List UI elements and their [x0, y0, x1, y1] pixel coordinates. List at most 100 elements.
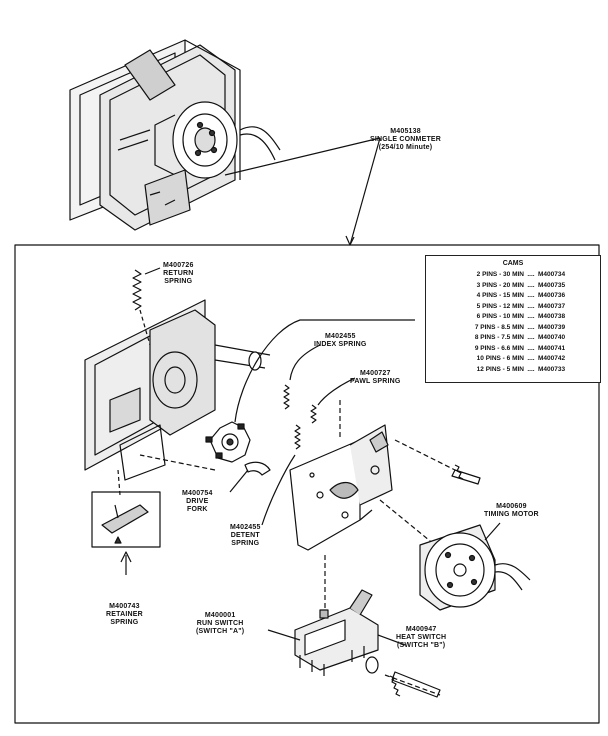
cams-pins: 7 PINS - 8.5 MIN — [474, 323, 524, 331]
cams-pins: 2 PINS - 30 MIN — [476, 271, 524, 278]
cams-pins: 5 PINS - 12 MIN — [476, 302, 524, 310]
cams-row: 7 PINS - 8.5 MIN....M400739 — [434, 324, 594, 332]
cams-part-number: M400738 — [538, 313, 566, 320]
heat-switch-name-2: (SWITCH "B") — [396, 642, 446, 649]
index-spring-label: M402455 INDEX SPRING — [314, 333, 367, 349]
cams-part-number: M400733 — [538, 365, 566, 373]
top-assembly-label: M405138 SINGLE CONMETER (254/10 Minute) — [370, 128, 441, 152]
cams-dots: .... — [527, 355, 535, 362]
screw-drawing — [451, 464, 481, 485]
top-assembly-name: SINGLE CONMETER — [370, 136, 442, 143]
timing-motor-name: TIMING MOTOR — [484, 511, 539, 518]
detent-spring-drawing — [294, 424, 301, 450]
cams-pins: 8 PINS - 7.5 MIN — [474, 334, 524, 341]
cams-callout-line — [234, 319, 415, 423]
cams-row: 2 PINS - 30 MIN....M400734 — [434, 271, 594, 279]
retainer-arrow — [120, 551, 132, 575]
switches-drawing — [294, 589, 379, 676]
cams-pins: 9 PINS - 6.6 MIN — [474, 344, 524, 352]
top-assembly-part: M405138 — [390, 128, 421, 135]
cams-pins: 12 PINS - 5 MIN — [476, 365, 524, 373]
chassis-plate-drawing — [84, 299, 271, 481]
cams-row: 3 PINS - 20 MIN....M400735 — [434, 282, 594, 290]
pawl-spring-part: M400727 — [359, 370, 391, 377]
leader-line-to-frame — [349, 137, 381, 246]
pawl-plate-drawing — [289, 424, 393, 551]
cams-row: 6 PINS - 10 MIN....M400738 — [434, 313, 594, 321]
heat-switch-label: M400947 HEAT SWITCH (SWITCH "B") — [396, 626, 446, 650]
cams-pins: 6 PINS - 10 MIN — [476, 313, 524, 320]
retainer-spring-name-2: SPRING — [110, 619, 139, 626]
pawl-spring-drawing — [310, 404, 317, 424]
retainer-spring-drawing — [91, 469, 161, 548]
cams-part-number: M400740 — [538, 334, 566, 341]
cams-pins: 4 PINS - 15 MIN — [476, 292, 524, 299]
cams-part-number: M400736 — [538, 292, 566, 299]
cams-dots: .... — [527, 302, 535, 310]
cams-row: 5 PINS - 12 MIN....M400737 — [434, 303, 594, 311]
cams-row: 10 PINS - 6 MIN....M400742 — [434, 355, 594, 363]
index-spring-drawing — [283, 384, 290, 410]
cams-dots: .... — [527, 323, 535, 331]
return-spring-name-2: SPRING — [164, 278, 193, 285]
cams-dots: .... — [527, 292, 535, 299]
timing-motor-drawing — [419, 524, 531, 611]
retainer-spring-name: RETAINER — [106, 611, 143, 618]
drive-fork-label: M400754 DRIVE FORK — [182, 490, 213, 514]
cams-dots: .... — [527, 344, 535, 352]
cams-row: 8 PINS - 7.5 MIN....M400740 — [434, 334, 594, 342]
cams-title: CAMS — [502, 260, 524, 267]
return-spring-label: M400726 RETURN SPRING — [163, 262, 194, 286]
washer-drawing — [365, 656, 379, 674]
cams-part-number: M400739 — [538, 323, 566, 331]
timing-motor-label: M400609 TIMING MOTOR — [484, 503, 539, 519]
cams-pins: 10 PINS - 6 MIN — [476, 355, 524, 362]
detent-spring-name: DETENT — [230, 532, 260, 539]
index-spring-part: M402455 — [324, 333, 356, 340]
cams-dots: .... — [527, 334, 535, 341]
drive-fork-part: M400754 — [182, 490, 213, 497]
bottom-screw-drawing — [389, 671, 441, 698]
retainer-spring-label: M400743 RETAINER SPRING — [106, 603, 143, 627]
cams-row: 12 PINS - 5 MIN....M400733 — [434, 366, 594, 374]
cams-row: 9 PINS - 6.6 MIN....M400741 — [434, 345, 594, 353]
cams-part-number: M400737 — [538, 302, 566, 310]
cams-part-number: M400734 — [538, 271, 566, 278]
detent-spring-label: M402455 DETENT SPRING — [230, 524, 261, 548]
return-spring-drawing — [132, 269, 142, 311]
cams-dots: .... — [527, 281, 535, 289]
drive-fork-drawing — [244, 461, 271, 476]
index-spring-name: INDEX SPRING — [314, 341, 367, 348]
detent-spring-name-2: SPRING — [231, 540, 260, 547]
cam-gear-drawing — [205, 421, 251, 463]
run-switch-name: RUN SWITCH — [196, 620, 244, 627]
heat-switch-part: M400947 — [405, 626, 437, 633]
retainer-spring-part: M400743 — [109, 603, 140, 610]
detent-spring-part: M402455 — [230, 524, 261, 531]
exploded-view-frame — [14, 244, 600, 724]
top-assembly-note: (254/10 Minute) — [378, 144, 433, 151]
cams-pins: 3 PINS - 20 MIN — [476, 281, 524, 289]
assembled-timer-drawing — [69, 39, 281, 231]
cams-part-number: M400741 — [538, 344, 566, 352]
run-switch-part: M400001 — [204, 612, 236, 619]
pawl-spring-name: PAWL SPRING — [350, 378, 401, 385]
drive-fork-name: DRIVE — [186, 498, 209, 505]
pawl-spring-label: M400727 PAWL SPRING — [350, 370, 401, 386]
run-switch-label: M400001 RUN SWITCH (SWITCH "A") — [196, 612, 244, 636]
heat-switch-name: HEAT SWITCH — [396, 634, 447, 641]
run-switch-name-2: (SWITCH "A") — [196, 628, 245, 635]
timing-motor-part: M400609 — [496, 503, 527, 510]
cams-part-number: M400742 — [538, 355, 566, 362]
cams-dots: .... — [527, 365, 535, 373]
return-spring-part: M400726 — [163, 262, 194, 269]
cams-dots: .... — [527, 271, 535, 278]
return-spring-name: RETURN — [163, 270, 194, 277]
leader-line-top-assembly — [224, 137, 381, 176]
drive-fork-name-2: FORK — [186, 506, 208, 513]
cams-part-number: M400735 — [538, 281, 566, 289]
cams-row: 4 PINS - 15 MIN....M400736 — [434, 292, 594, 300]
cams-dots: .... — [527, 313, 535, 320]
